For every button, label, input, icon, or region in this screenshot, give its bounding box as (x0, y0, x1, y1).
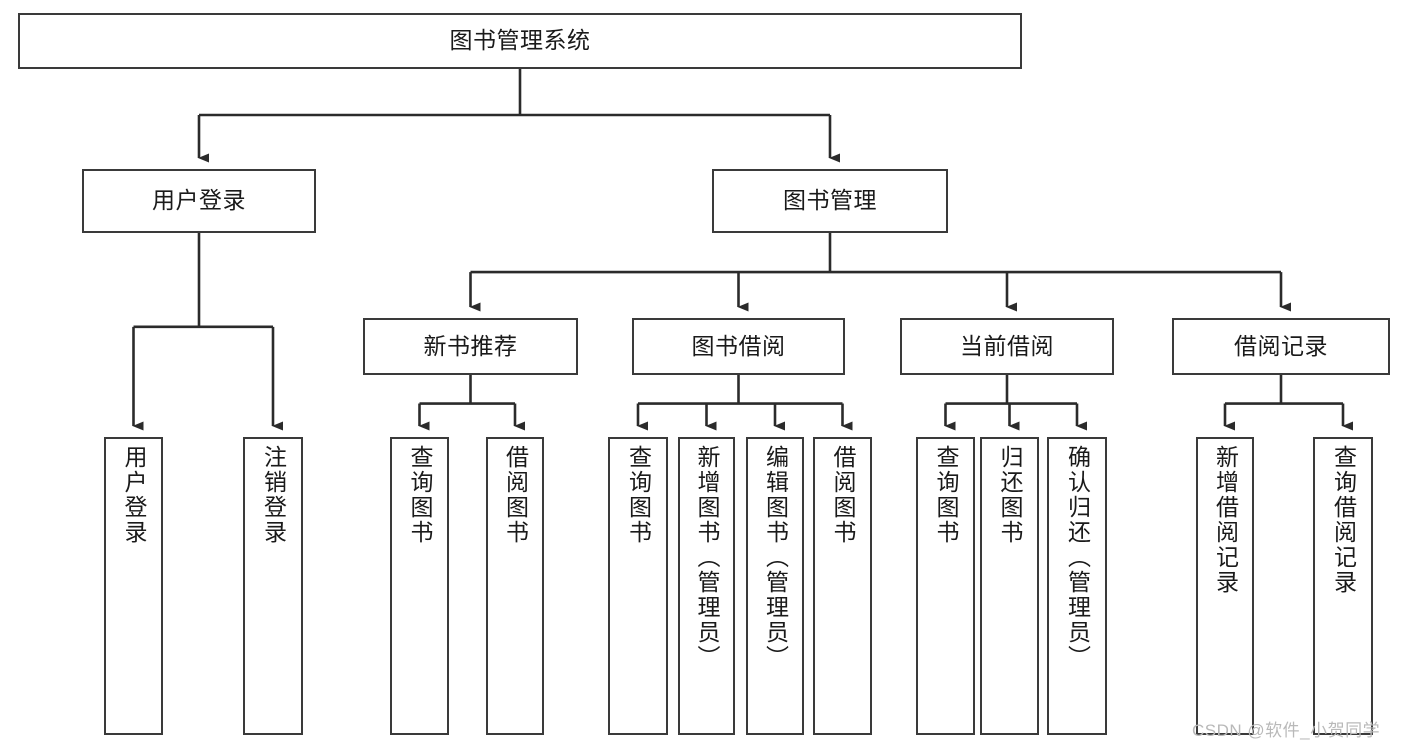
node-label: 编辑图书（管理员） (762, 445, 789, 670)
node-label: 新增图书（管理员） (694, 445, 720, 670)
node-label: 当前借阅 (960, 332, 1054, 359)
node-label: 借阅记录 (1234, 332, 1328, 359)
node-label: 图书管理 (783, 187, 877, 214)
node-book-borrow[interactable]: 图书借阅 (632, 318, 845, 375)
node-label: 图书管理系统 (449, 27, 591, 54)
node-leaf-add-book[interactable]: 新增图书（管理员） (678, 437, 735, 735)
node-label: 查询图书 (407, 445, 433, 545)
node-label: 确认归还（管理员） (1064, 445, 1091, 670)
node-leaf-return-book[interactable]: 归还图书 (980, 437, 1039, 735)
node-root[interactable]: 图书管理系统 (18, 13, 1022, 69)
node-leaf-add-borrow-record[interactable]: 新增借阅记录 (1196, 437, 1254, 735)
node-label: 图书借阅 (691, 332, 786, 359)
node-label: 借阅图书 (502, 445, 529, 545)
node-label: 新增借阅记录 (1212, 445, 1239, 595)
node-label: 借阅图书 (830, 445, 856, 545)
node-book-manage[interactable]: 图书管理 (712, 169, 948, 233)
node-leaf-borrow-book[interactable]: 借阅图书 (813, 437, 872, 735)
node-leaf-query-borrow-record[interactable]: 查询借阅记录 (1313, 437, 1373, 735)
node-leaf-borrow-book-recommend[interactable]: 借阅图书 (486, 437, 544, 735)
node-new-book-recommend[interactable]: 新书推荐 (363, 318, 578, 375)
node-leaf-logout[interactable]: 注销登录 (243, 437, 303, 735)
node-label: 用户登录 (121, 445, 147, 545)
node-leaf-user-login[interactable]: 用户登录 (104, 437, 163, 735)
node-leaf-edit-book[interactable]: 编辑图书（管理员） (746, 437, 804, 735)
node-label: 注销登录 (260, 445, 287, 545)
node-label: 查询图书 (625, 445, 652, 545)
node-label: 查询借阅记录 (1330, 445, 1357, 595)
node-label: 查询图书 (933, 445, 959, 545)
node-leaf-query-book-recommend[interactable]: 查询图书 (390, 437, 449, 735)
node-label: 用户登录 (152, 187, 246, 214)
node-borrow-record[interactable]: 借阅记录 (1172, 318, 1390, 375)
node-label: 归还图书 (997, 445, 1023, 545)
node-current-borrow[interactable]: 当前借阅 (900, 318, 1114, 375)
node-leaf-confirm-return[interactable]: 确认归还（管理员） (1047, 437, 1107, 735)
node-label: 新书推荐 (423, 332, 518, 359)
node-leaf-query-book-borrow[interactable]: 查询图书 (608, 437, 668, 735)
node-leaf-query-book-current[interactable]: 查询图书 (916, 437, 975, 735)
node-user-login[interactable]: 用户登录 (82, 169, 316, 233)
watermark: CSDN @软件_小贺同学 (1192, 721, 1381, 740)
